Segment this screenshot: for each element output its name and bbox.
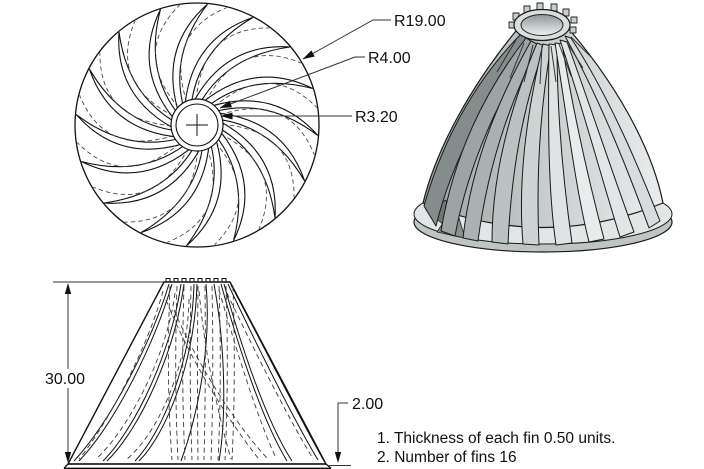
- top-view: [74, 2, 320, 248]
- iso-apex-ridges: [496, 36, 593, 85]
- dim-label-height-30: 30.00: [45, 371, 85, 388]
- radius-dimensions: R19.00 R4.00 R3.20: [219, 13, 446, 126]
- leader-r4: [219, 56, 365, 109]
- arrowhead-down: [334, 452, 342, 463]
- height-dimension: 30.00: [45, 281, 164, 463]
- front-hidden-lines: [78, 285, 313, 461]
- front-fin-curves: [73, 283, 325, 462]
- plate-thickness-dimension: 2.00: [329, 396, 383, 466]
- arrowhead-down: [64, 452, 72, 463]
- iso-view: [413, 2, 673, 253]
- arrowhead-up: [64, 283, 72, 294]
- drawing-notes: 1. Thickness of each fin 0.50 units. 2. …: [377, 430, 615, 466]
- dim-label-r3-20: R3.20: [355, 109, 398, 126]
- front-top-tabs: [165, 278, 227, 282]
- front-view: [63, 278, 332, 469]
- front-cone-outline: [66, 281, 328, 465]
- center-crosshair: [186, 114, 208, 136]
- dim-label-thickness-2: 2.00: [352, 396, 383, 413]
- note-fin-count: 2. Number of fins 16: [377, 449, 517, 466]
- iso-fins: [423, 33, 661, 246]
- iso-hub-bore: [520, 14, 564, 36]
- dim-label-r4: R4.00: [368, 50, 411, 67]
- front-base-plate: [63, 463, 332, 469]
- dim-label-r19: R19.00: [394, 13, 446, 30]
- note-fin-thickness: 1. Thickness of each fin 0.50 units.: [377, 430, 615, 447]
- leader-r19: [302, 19, 391, 60]
- dim-line-2: [337, 402, 348, 452]
